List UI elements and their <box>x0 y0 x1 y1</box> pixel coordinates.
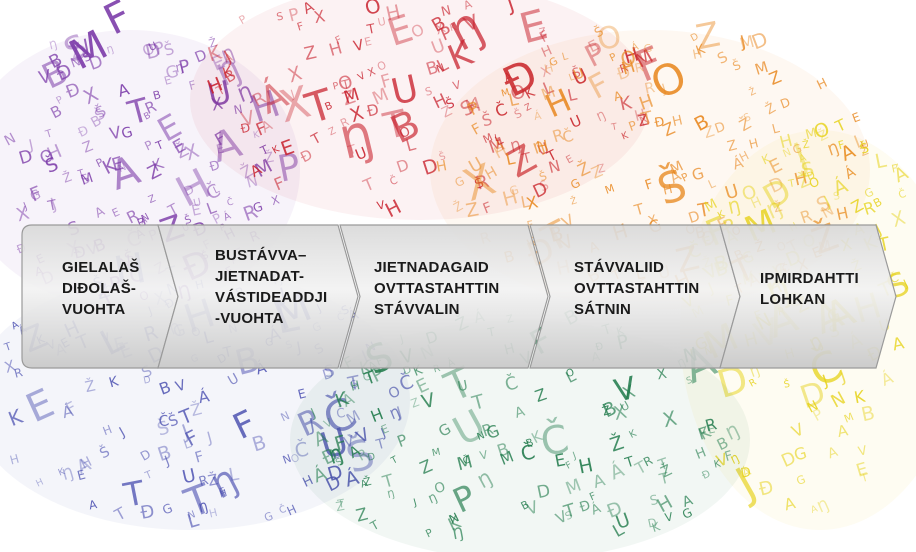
step-4-label: STÁVVALIID OVTTASTAHTTIN SÁTNIN <box>574 257 699 320</box>
step-1-label: GIELALAŠ DIĐOLAŠ- VUOHTA <box>62 257 139 320</box>
step-3-label: JIETNADAGAID OVTTASTAHTTIN STÁVVALIN <box>374 257 499 320</box>
step-2-label: BUSTÁVVA– JIETNADAT- VÁSTIDEADDJI -VUOHT… <box>215 245 327 329</box>
step-5-label: IPMIRDAHTTI LOHKAN <box>760 268 859 310</box>
